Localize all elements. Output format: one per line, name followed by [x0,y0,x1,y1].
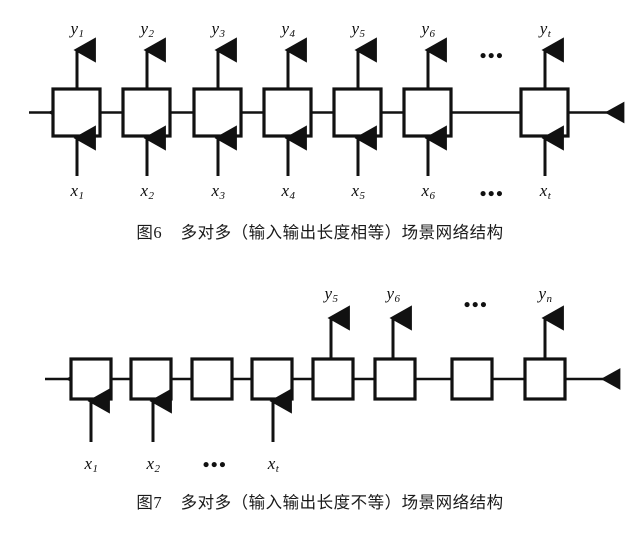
fig6-output-label: y3 [211,19,226,40]
figure6-caption: 图6 多对多（输入输出长度相等）场景网络结构 [136,223,504,242]
fig7-input-label: x2 [146,454,161,475]
fig6-cell [519,87,570,138]
fig7-input-arrows [87,388,292,442]
fig7-output-label: yn [538,284,553,305]
fig7-input-label: xt [267,454,279,475]
fig6-cell [262,87,313,138]
fig6-output-label: y1 [70,19,85,40]
fig7-cell [250,357,294,401]
fig6-input-label: xt [539,181,551,202]
fig7-cell [523,357,567,401]
fig6-input-label: x5 [351,181,366,202]
fig6-input-ellipsis: ••• [479,184,505,205]
fig6-input-label: x2 [140,181,155,202]
fig6-input-label: x6 [421,181,436,202]
fig6-output-ellipsis: ••• [479,46,505,67]
fig7-output-label: y6 [386,284,401,305]
fig6-output-label: y6 [421,19,436,40]
fig7-cell [190,357,234,401]
fig6-input-label: x1 [70,181,85,202]
figure7-caption: 图7 多对多（输入输出长度不等）场景网络结构 [136,493,504,512]
fig7-cell [450,357,494,401]
fig7-cell [373,357,417,401]
fig6-output-label: y5 [351,19,366,40]
figure6-diagram [29,37,625,176]
fig7-cell [69,357,113,401]
fig7-cell [311,357,355,401]
figure7-diagram [45,305,621,442]
fig6-cell [332,87,383,138]
fig6-output-label: y4 [281,19,296,40]
fig6-cell [121,87,172,138]
fig7-input-label: x1 [84,454,99,475]
fig7-cells [69,357,567,401]
fig7-output-label: y5 [324,284,339,305]
fig6-output-label: yt [539,19,551,40]
fig6-cell [402,87,453,138]
fig6-input-label: x4 [281,181,296,202]
fig7-cell [129,357,173,401]
fig6-output-label: y2 [140,19,155,40]
fig6-input-label: x3 [211,181,226,202]
fig6-output-arrows [73,37,564,89]
fig6-cell [192,87,243,138]
fig7-input-ellipsis: ••• [202,455,228,476]
fig6-input-arrows [73,125,564,176]
fig7-output-ellipsis: ••• [463,295,489,316]
fig7-output-arrows [327,305,564,359]
fig6-cell [51,87,102,138]
